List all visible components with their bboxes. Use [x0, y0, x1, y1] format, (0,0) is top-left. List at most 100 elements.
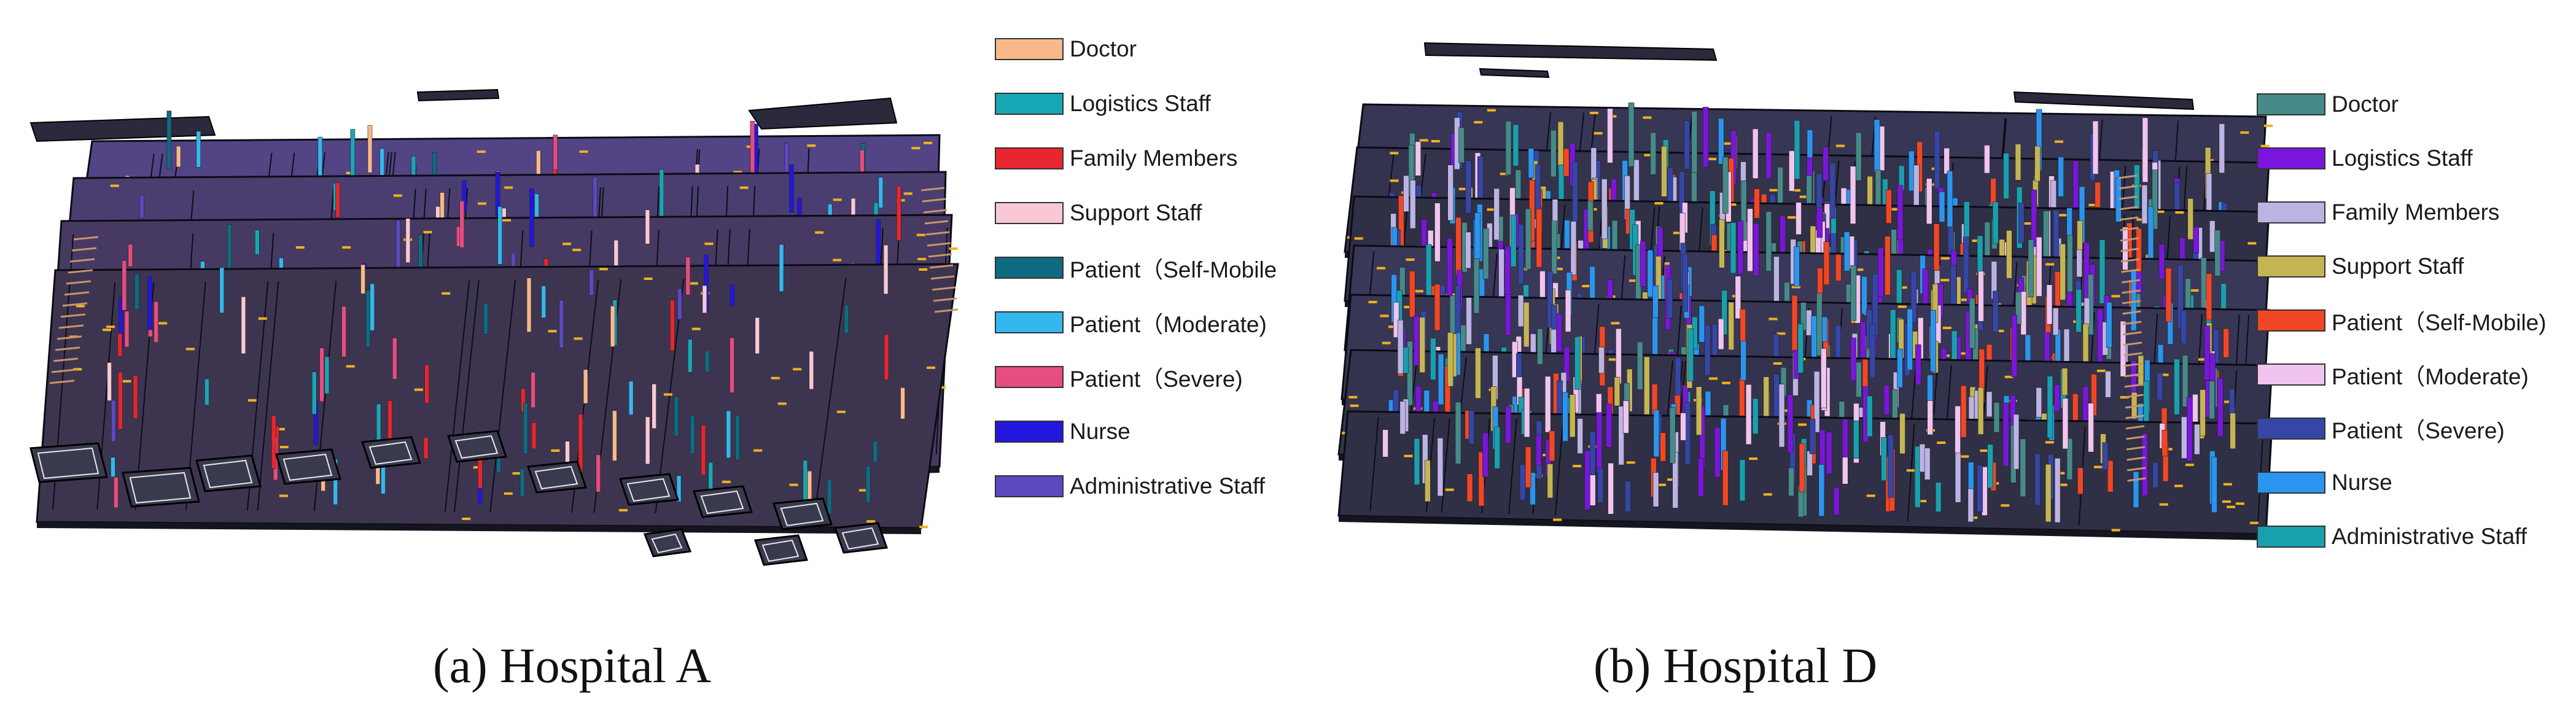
occupant-column [1669, 407, 1676, 464]
occupant-column [1955, 405, 1961, 454]
occupant-column [1763, 376, 1770, 422]
occupant-column [1475, 348, 1481, 399]
occupant-column [2031, 189, 2037, 247]
occupant-column [2020, 291, 2027, 335]
staircase-step [2124, 373, 2143, 378]
occupant-column [335, 182, 340, 218]
staircase-step [2120, 237, 2139, 242]
occupant-column [2204, 325, 2211, 381]
staircase-step [2125, 394, 2144, 398]
occupant-column [2115, 177, 2122, 222]
occupant-column [2147, 206, 2154, 262]
occupant-column [1778, 384, 1785, 448]
occupant-column [1939, 191, 1945, 222]
legend-label: Administrative Staff [1070, 473, 1266, 499]
corridor-marker [548, 330, 557, 333]
occupant-column [2122, 227, 2128, 270]
staircase-step [53, 357, 79, 362]
occupant-column [1421, 219, 1427, 249]
corridor-marker [1593, 132, 1603, 135]
corridor-marker [2190, 289, 2199, 292]
staircase-step [2121, 268, 2140, 273]
occupant-column [1930, 310, 1936, 372]
corridor-marker [1667, 478, 1676, 481]
corridor-marker [1611, 322, 1620, 325]
occupant-column [1934, 130, 1940, 189]
occupant-column [803, 460, 808, 504]
corridor-marker [502, 219, 512, 222]
occupant-column [2066, 438, 2073, 480]
occupant-column [311, 371, 317, 414]
staircase-step [928, 253, 952, 258]
occupant-column [652, 384, 656, 429]
occupant-column [1977, 465, 1983, 512]
occupant-column [1455, 285, 1461, 340]
occupant-column [1562, 392, 1568, 441]
occupant-column [204, 378, 209, 406]
occupant-column [2097, 308, 2103, 368]
corridor-marker [1763, 493, 1772, 496]
corridor-marker [1937, 441, 1946, 445]
occupant-column [1745, 384, 1752, 445]
ground-unit-outline [626, 478, 671, 502]
corridor-marker [663, 393, 672, 396]
occupant-column [1525, 208, 1531, 270]
occupant-column [1944, 147, 1950, 174]
occupant-column [677, 288, 682, 320]
hospital-d-3d-model [1337, 42, 2273, 540]
occupant-column [1535, 435, 1542, 466]
occupant-column [1473, 258, 1480, 314]
occupant-column [645, 209, 650, 244]
occupant-column [1667, 278, 1673, 319]
occupant-column [735, 415, 740, 460]
occupant-column [1425, 244, 1432, 297]
occupant-column [2077, 467, 2084, 495]
occupant-column [1518, 223, 1524, 284]
occupant-column [1835, 254, 1842, 281]
occupant-column [1816, 293, 1823, 356]
occupant-column [107, 362, 112, 401]
corridor-marker [1608, 358, 1617, 361]
occupant-column [1765, 132, 1772, 179]
corridor-marker [753, 449, 763, 452]
legend-label: Family Members [1070, 146, 1238, 171]
occupant-column [2194, 424, 2200, 455]
occupant-column [670, 300, 675, 351]
occupant-column [1806, 309, 1812, 336]
occupant-column [111, 457, 115, 477]
occupant-column [900, 387, 905, 419]
staircase-step [934, 308, 959, 313]
legend-label: Patient（Severe) [1070, 367, 1243, 392]
occupant-column [1796, 202, 1802, 235]
corridor-marker [1960, 455, 1969, 458]
occupant-column [1787, 394, 1794, 453]
occupant-column [1821, 348, 1827, 408]
figure-hospital-d: Doctor Logistics Staff Family Members Su… [1290, 0, 2576, 711]
corridor-marker [911, 147, 920, 150]
occupant-column [2181, 416, 2187, 459]
corridor-marker [919, 268, 928, 271]
occupant-column [2230, 413, 2236, 449]
occupant-column [1597, 468, 1604, 503]
corridor-marker [1382, 341, 1391, 344]
legend-swatch [995, 202, 1064, 224]
occupant-column [541, 286, 547, 318]
corridor-marker [815, 231, 824, 234]
occupant-column [2045, 464, 2052, 523]
corridor-marker [1798, 423, 1807, 426]
occupant-column [1914, 446, 1921, 508]
staircase-step [2127, 456, 2146, 461]
occupant-column [459, 201, 465, 248]
ground-unit-outline [700, 490, 744, 515]
ground-unit-outline [37, 447, 99, 480]
occupant-column [1447, 165, 1453, 221]
occupant-column [1517, 295, 1524, 327]
occupant-column [1569, 394, 1576, 438]
occupant-column [1512, 124, 1519, 166]
occupant-column [1919, 443, 1926, 473]
occupant-column [865, 465, 871, 503]
occupant-column [1807, 451, 1813, 476]
occupant-column [1718, 318, 1724, 350]
legend-item-patient-self-mobile: Patient（Self-Mobile [995, 249, 1277, 286]
legend-swatch [995, 421, 1064, 443]
